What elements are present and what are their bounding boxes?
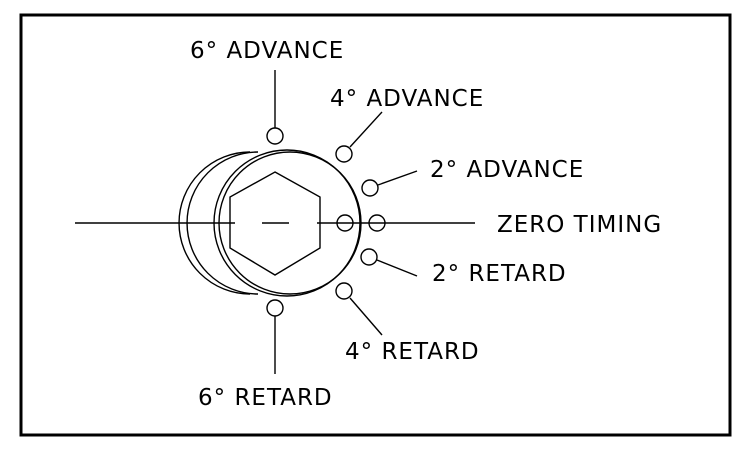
mark-4-retard — [335, 282, 353, 300]
label-6-retard: 6° RETARD — [198, 385, 333, 411]
label-6-advance: 6° ADVANCE — [190, 38, 344, 64]
mark-2-retard — [360, 248, 378, 266]
label-zero-timing: ZERO TIMING — [497, 212, 662, 238]
mark-zero — [368, 214, 386, 232]
mark-zero-inner — [336, 214, 354, 232]
label-4-retard: 4° RETARD — [345, 339, 480, 365]
mark-6-retard — [266, 299, 284, 317]
mark-6-advance — [266, 127, 284, 145]
leader-lines — [274, 70, 418, 374]
mark-2-advance — [361, 179, 379, 197]
label-4-advance: 4° ADVANCE — [330, 86, 484, 112]
mark-4-advance — [335, 145, 353, 163]
label-2-retard: 2° RETARD — [432, 261, 567, 287]
timing-marks — [266, 127, 386, 317]
hex-bolt — [229, 171, 321, 276]
label-2-advance: 2° ADVANCE — [430, 157, 584, 183]
frame-border — [19, 13, 732, 437]
